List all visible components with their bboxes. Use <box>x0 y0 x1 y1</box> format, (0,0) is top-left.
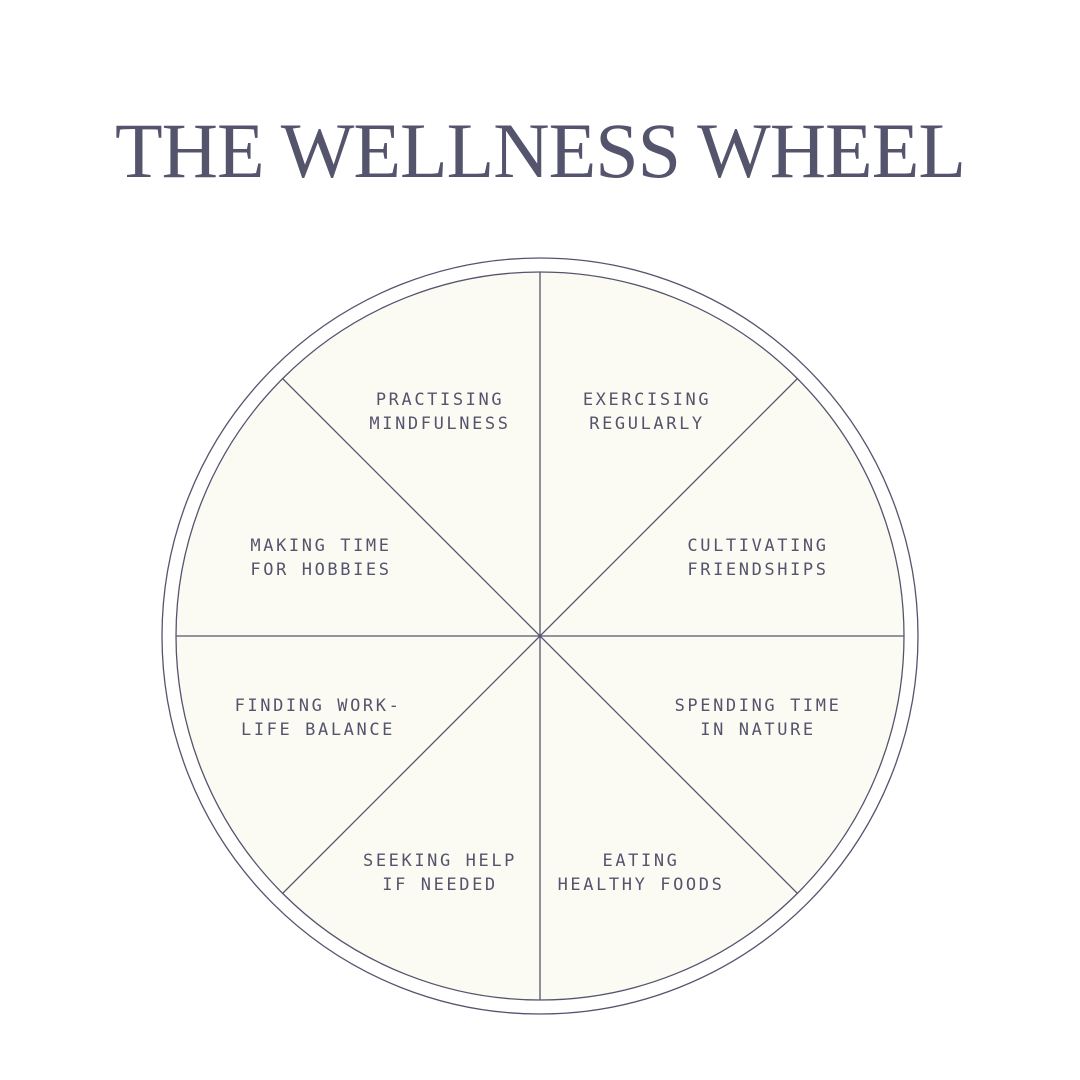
segment-label-line: SPENDING TIME <box>675 696 842 716</box>
segment-label-line: HEALTHY FOODS <box>558 875 725 895</box>
segment-label: CULTIVATING FRIENDSHIPS <box>687 536 828 580</box>
segment-label-line: MAKING TIME <box>250 536 391 556</box>
segment-label-line: MINDFULNESS <box>369 414 510 434</box>
segment-label-line: FOR HOBBIES <box>250 560 391 580</box>
segment-label: SEEKING HELP IF NEEDED <box>363 851 517 895</box>
segment-label: PRACTISING MINDFULNESS <box>369 390 510 434</box>
divider-line-4 <box>282 378 798 894</box>
page-title: THE WELLNESS WHEEL <box>115 107 966 194</box>
segment-dividers <box>176 272 904 1000</box>
segment-label: MAKING TIME FOR HOBBIES <box>250 536 391 580</box>
segment-label: FINDING WORK- LIFE BALANCE <box>235 696 402 740</box>
segment-label-line: EATING <box>602 851 679 871</box>
segment-label-line: SEEKING HELP <box>363 851 517 871</box>
segment-label: EXERCISING REGULARLY <box>583 390 711 434</box>
segment-label-line: LIFE BALANCE <box>241 720 395 740</box>
segment-label: SPENDING TIME IN NATURE <box>675 696 842 740</box>
segment-label-line: FRIENDSHIPS <box>687 560 828 580</box>
segment-label-line: CULTIVATING <box>687 536 828 556</box>
outer-ring <box>161 257 919 1015</box>
segment-label-line: REGULARLY <box>589 414 705 434</box>
segment-label-line: EXERCISING <box>583 390 711 410</box>
segment-label-line: IN NATURE <box>700 720 816 740</box>
segment-label-line: PRACTISING <box>376 390 504 410</box>
segment-label: EATING HEALTHY FOODS <box>558 851 725 895</box>
segment-label-line: IF NEEDED <box>382 875 498 895</box>
segment-labels: PRACTISING MINDFULNESS EXERCISING REGULARLY… <box>235 390 842 895</box>
segment-label-line: FINDING WORK- <box>235 696 402 716</box>
